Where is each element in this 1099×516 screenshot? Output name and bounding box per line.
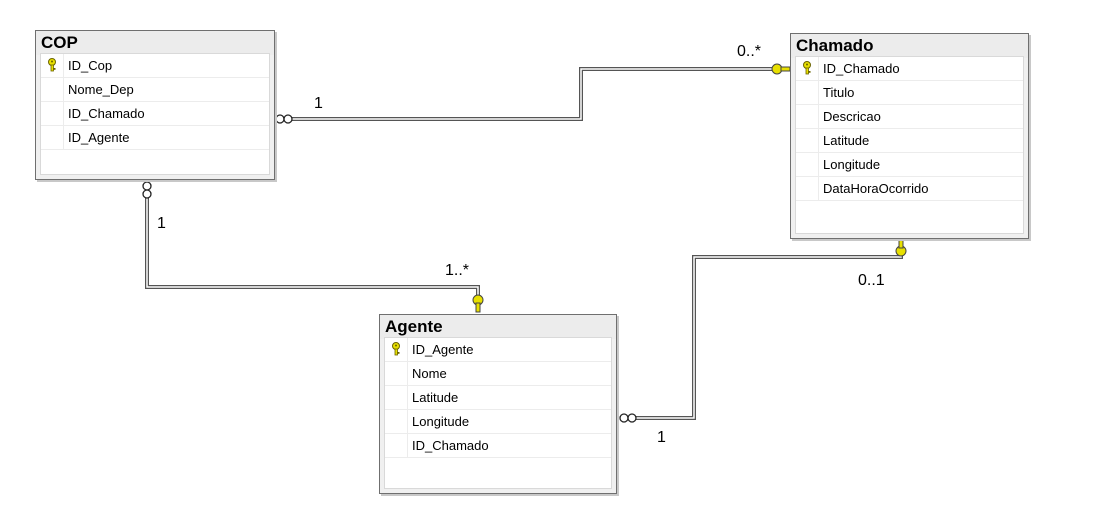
column-row[interactable]: Longitude xyxy=(385,410,611,434)
table-columns: ID_Agente Nome Latitude Longitude ID_Cha… xyxy=(384,337,612,489)
infinity-end-icon xyxy=(275,114,293,124)
relationship-agente-chamado[interactable] xyxy=(619,239,907,423)
column-row[interactable]: Nome xyxy=(385,362,611,386)
column-name: ID_Agente xyxy=(68,130,130,145)
table-columns: ID_Cop Nome_Dep ID_Chamado ID_Agente xyxy=(40,53,270,175)
cardinality-cop-agente-to: 1..* xyxy=(445,262,470,279)
primary-key-icon xyxy=(803,61,811,75)
column-row[interactable]: Latitude xyxy=(385,386,611,410)
relationship-cop-chamado[interactable] xyxy=(275,63,791,124)
column-row[interactable]: ID_Chamado xyxy=(385,434,611,458)
table-cop[interactable]: COP ID_Cop Nome_Dep ID_Chamado ID_Agente xyxy=(35,30,275,180)
column-name: ID_Cop xyxy=(68,58,113,73)
column-name: Longitude xyxy=(823,157,881,172)
key-end-icon xyxy=(771,63,791,75)
column-name: ID_Chamado xyxy=(823,61,900,76)
column-row[interactable]: Latitude xyxy=(796,129,1023,153)
column-row[interactable]: ID_Cop xyxy=(41,54,269,78)
table-chamado[interactable]: Chamado ID_Chamado Titulo Descricao Lati… xyxy=(790,33,1029,239)
column-name: Titulo xyxy=(823,85,855,100)
infinity-end-icon xyxy=(142,181,152,199)
column-name: Descricao xyxy=(823,109,881,124)
column-row[interactable]: ID_Chamado xyxy=(41,102,269,126)
cardinality-cop-agente-from: 1 xyxy=(157,215,166,232)
infinity-end-icon xyxy=(619,413,637,423)
key-end-icon xyxy=(895,239,907,257)
column-row[interactable]: ID_Chamado xyxy=(796,57,1023,81)
cardinality-cop-chamado-from: 1 xyxy=(314,95,323,112)
column-name: ID_Chamado xyxy=(412,438,489,453)
column-name: Nome xyxy=(412,366,447,381)
column-row[interactable]: DataHoraOcorrido xyxy=(796,177,1023,201)
column-row[interactable]: Nome_Dep xyxy=(41,78,269,102)
cardinality-cop-chamado-to: 0..* xyxy=(737,43,762,60)
table-title: COP xyxy=(36,31,274,55)
cardinality-agente-chamado-from: 1 xyxy=(657,429,666,446)
column-name: Latitude xyxy=(412,390,459,405)
column-name: Latitude xyxy=(823,133,870,148)
column-name: ID_Agente xyxy=(412,342,474,357)
cardinality-agente-chamado-to: 0..1 xyxy=(858,272,885,289)
relationship-cop-agente[interactable] xyxy=(142,181,484,313)
column-row[interactable]: Titulo xyxy=(796,81,1023,105)
table-title: Chamado xyxy=(791,34,1028,58)
primary-key-icon xyxy=(392,342,400,356)
table-title: Agente xyxy=(380,315,616,339)
column-row[interactable]: Descricao xyxy=(796,105,1023,129)
table-agente[interactable]: Agente ID_Agente Nome Latitude Longitude xyxy=(379,314,617,494)
column-name: ID_Chamado xyxy=(68,106,145,121)
column-row[interactable]: Longitude xyxy=(796,153,1023,177)
column-name: DataHoraOcorrido xyxy=(823,181,929,196)
column-row[interactable]: ID_Agente xyxy=(385,338,611,362)
column-name: Longitude xyxy=(412,414,470,429)
primary-key-icon xyxy=(48,58,56,72)
column-name: Nome_Dep xyxy=(68,82,134,97)
table-columns: ID_Chamado Titulo Descricao Latitude Lon… xyxy=(795,56,1024,234)
column-row[interactable]: ID_Agente xyxy=(41,126,269,150)
key-end-icon xyxy=(472,294,484,313)
